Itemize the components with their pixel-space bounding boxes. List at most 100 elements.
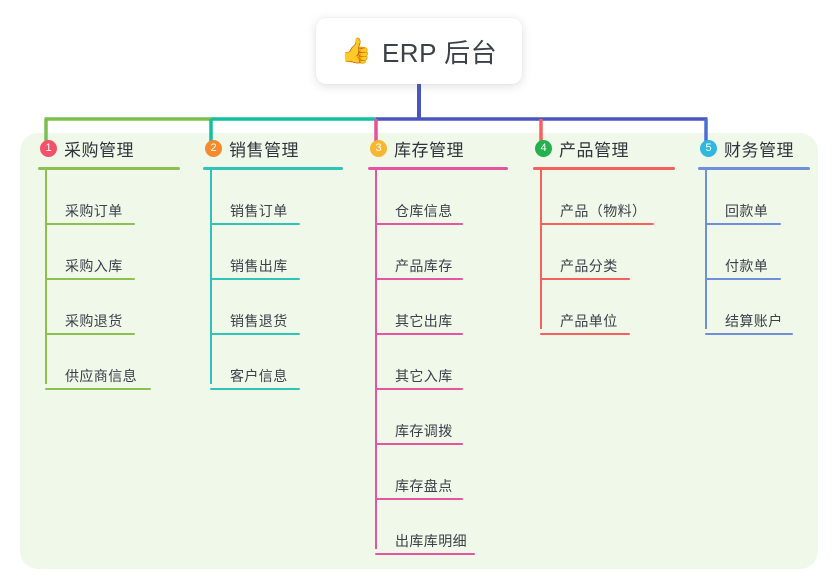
leaf-node[interactable]: 出库库明细 [375, 500, 516, 555]
leaf-node[interactable]: 采购入库 [45, 225, 188, 280]
leaf-label: 供应商信息 [65, 368, 137, 384]
column-title-4: 产品管理 [559, 140, 629, 160]
leaf-label: 客户信息 [230, 368, 288, 384]
leaf-underline [210, 388, 300, 390]
column-badge-4: 4 [535, 139, 552, 157]
root-node[interactable]: 👍 ERP 后台 [316, 18, 522, 84]
leaf-node[interactable]: 产品分类 [540, 225, 683, 280]
column-badge-1: 1 [40, 139, 57, 157]
column-title-3: 库存管理 [394, 140, 464, 160]
leaf-underline [375, 498, 463, 500]
leaf-node[interactable]: 供应商信息 [45, 335, 188, 390]
leaf-underline [45, 333, 135, 335]
leaf-node[interactable]: 回款单 [705, 170, 818, 225]
leaf-underline [540, 223, 654, 225]
leaf-node[interactable]: 结算账户 [705, 280, 818, 335]
leaf-node[interactable]: 其它入库 [375, 335, 516, 390]
leaf-underline [705, 223, 781, 225]
leaf-node[interactable]: 付款单 [705, 225, 818, 280]
branch-1: 采购订单采购入库采购退货供应商信息 [45, 170, 188, 390]
diagram-panel [20, 133, 818, 569]
leaf-label: 其它出库 [395, 313, 453, 329]
leaf-node[interactable]: 客户信息 [210, 335, 351, 390]
leaf-label: 产品库存 [395, 258, 453, 274]
leaf-node[interactable]: 库存调拨 [375, 390, 516, 445]
leaf-node[interactable]: 库存盘点 [375, 445, 516, 500]
leaf-node[interactable]: 采购订单 [45, 170, 188, 225]
branch-spine-4 [540, 170, 542, 329]
leaf-label: 结算账户 [725, 313, 783, 329]
branch-spine-1 [45, 170, 47, 384]
leaf-underline [705, 333, 793, 335]
root-node-title: ERP 后台 [381, 37, 498, 68]
leaf-node[interactable]: 产品（物料） [540, 170, 683, 225]
column-title-5: 财务管理 [724, 140, 794, 160]
leaf-underline [375, 443, 463, 445]
leaf-node[interactable]: 销售订单 [210, 170, 351, 225]
column-underline-3 [368, 167, 508, 170]
column-header-4[interactable]: 4 产品管理 [533, 133, 683, 163]
leaf-label: 回款单 [725, 203, 769, 219]
leaf-underline [210, 278, 300, 280]
column-header-1[interactable]: 1 采购管理 [38, 133, 188, 163]
leaf-label: 产品单位 [560, 313, 618, 329]
leaf-underline [45, 223, 135, 225]
leaf-node[interactable]: 产品单位 [540, 280, 683, 335]
leaf-underline [210, 223, 300, 225]
column-header-3[interactable]: 3 库存管理 [368, 133, 516, 163]
leaf-node[interactable]: 销售出库 [210, 225, 351, 280]
branch-spine-2 [210, 170, 212, 384]
branch-spine-5 [705, 170, 707, 329]
leaf-node[interactable]: 销售退货 [210, 280, 351, 335]
leaf-underline [375, 223, 463, 225]
leaf-node[interactable]: 仓库信息 [375, 170, 516, 225]
leaf-node[interactable]: 采购退货 [45, 280, 188, 335]
column-badge-3: 3 [370, 139, 387, 157]
leaf-label: 产品分类 [560, 258, 618, 274]
column-underline-4 [533, 167, 675, 170]
leaf-underline [45, 278, 135, 280]
column-3: 3 库存管理仓库信息产品库存其它出库其它入库库存调拨库存盘点出库库明细 [368, 133, 516, 555]
column-underline-1 [38, 167, 180, 170]
column-underline-5 [698, 167, 810, 170]
branch-4: 产品（物料） 产品分类产品单位 [540, 170, 683, 335]
leaf-underline [540, 333, 630, 335]
leaf-label: 采购入库 [65, 258, 123, 274]
leaf-underline [375, 388, 463, 390]
thumbs-up-icon: 👍 [340, 36, 372, 65]
leaf-node[interactable]: 其它出库 [375, 280, 516, 335]
leaf-label: 出库库明细 [395, 533, 467, 549]
branch-5: 回款单付款单结算账户 [705, 170, 818, 335]
leaf-label: 销售出库 [230, 258, 288, 274]
leaf-label: 采购退货 [65, 313, 123, 329]
branch-3: 仓库信息产品库存其它出库其它入库库存调拨库存盘点出库库明细 [375, 170, 516, 555]
leaf-label: 仓库信息 [395, 203, 453, 219]
column-title-1: 采购管理 [64, 140, 134, 160]
leaf-label: 库存调拨 [395, 423, 453, 439]
branch-spine-3 [375, 170, 377, 549]
leaf-label: 产品（物料） [560, 203, 647, 219]
column-1: 1 采购管理采购订单采购入库采购退货供应商信息 [38, 133, 188, 390]
leaf-underline [705, 278, 781, 280]
leaf-label: 销售退货 [230, 313, 288, 329]
leaf-label: 库存盘点 [395, 478, 453, 494]
branch-2: 销售订单销售出库销售退货客户信息 [210, 170, 351, 390]
leaf-label: 采购订单 [65, 203, 123, 219]
column-4: 4 产品管理产品（物料） 产品分类产品单位 [533, 133, 683, 335]
column-underline-2 [203, 167, 343, 170]
leaf-underline [375, 333, 463, 335]
leaf-underline [375, 553, 475, 555]
leaf-node[interactable]: 产品库存 [375, 225, 516, 280]
leaf-underline [210, 333, 300, 335]
leaf-underline [375, 278, 463, 280]
leaf-underline [45, 388, 151, 390]
leaf-label: 其它入库 [395, 368, 453, 384]
leaf-label: 付款单 [725, 258, 769, 274]
leaf-label: 销售订单 [230, 203, 288, 219]
